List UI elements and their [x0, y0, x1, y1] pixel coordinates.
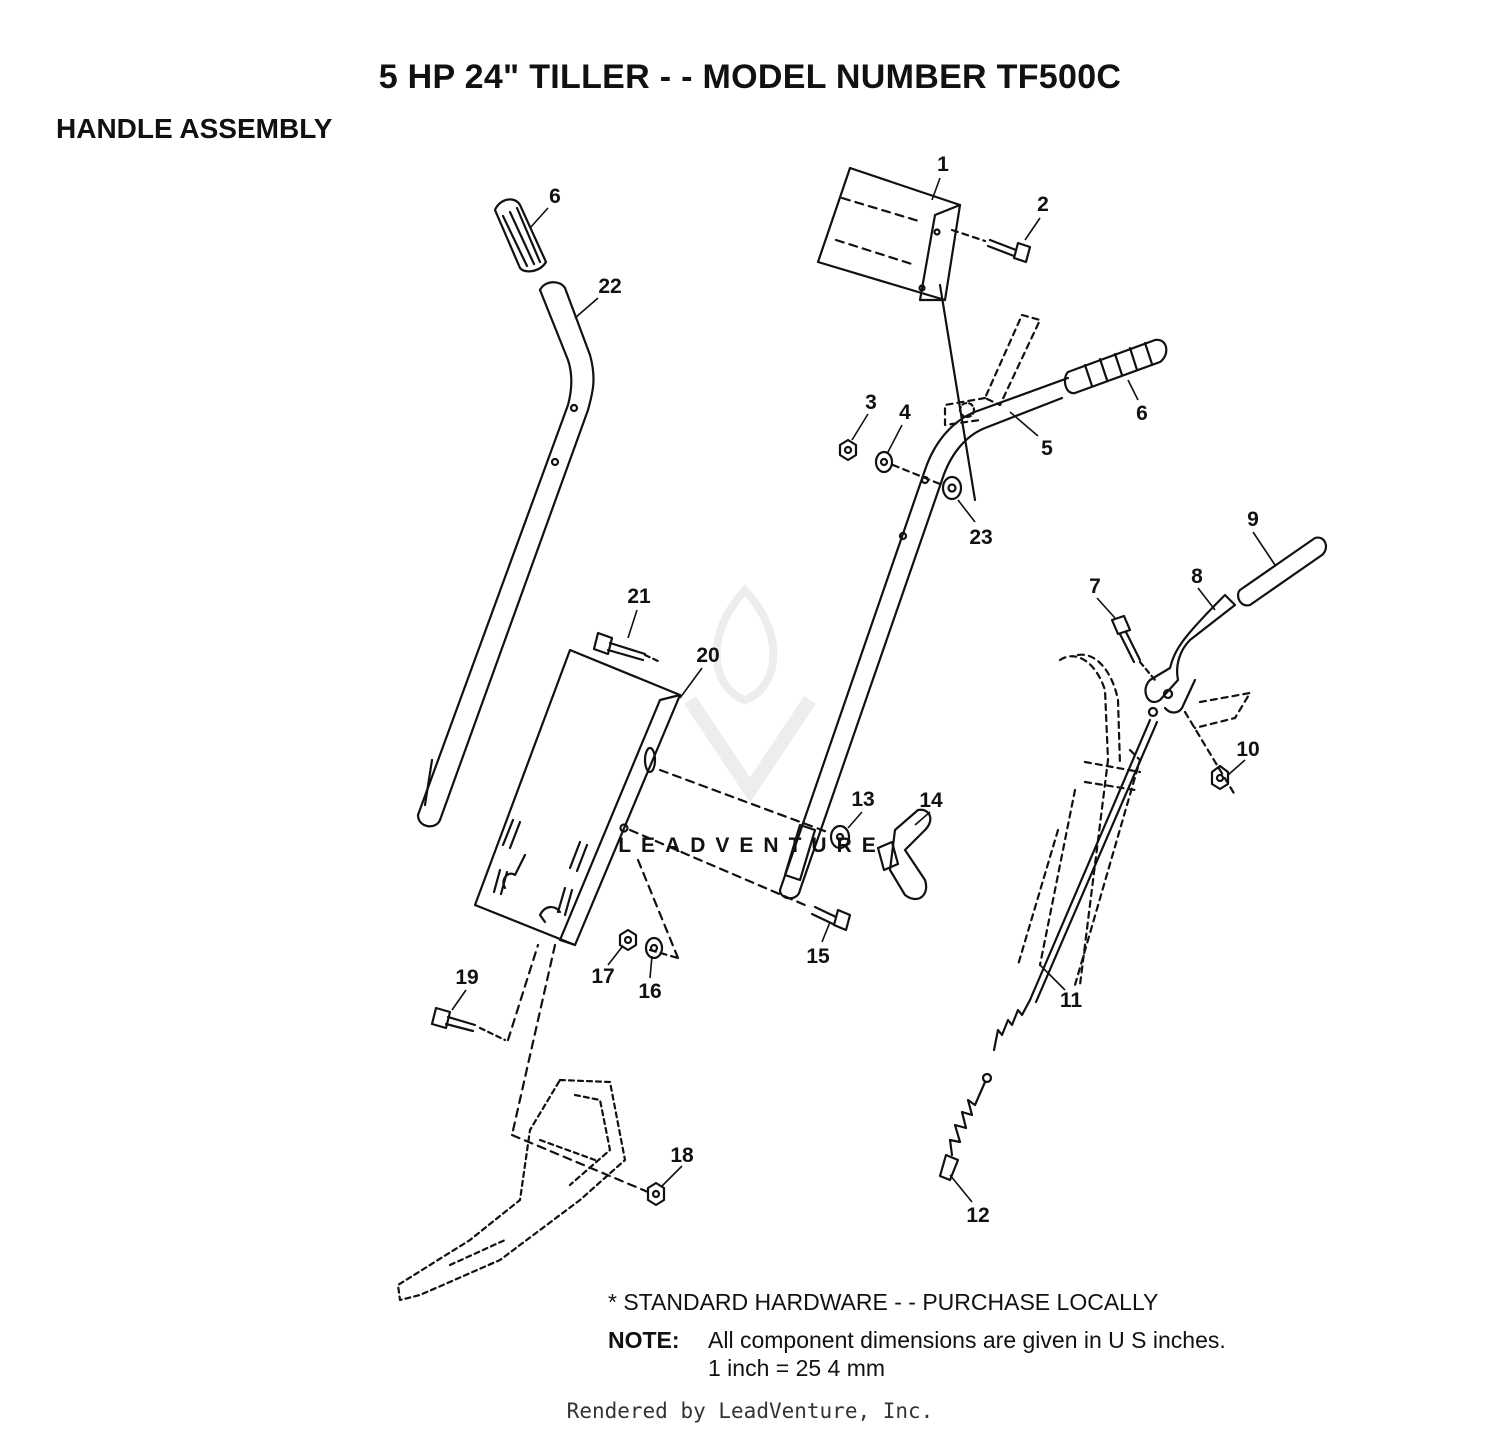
nut-part-18[interactable]	[646, 1181, 666, 1207]
note-label: NOTE:	[608, 1327, 680, 1353]
mounting-bracket-part-20[interactable]	[473, 648, 682, 947]
handle-reference-dashed	[1016, 653, 1252, 987]
callout-10: 10	[1236, 738, 1259, 761]
washer-part-4[interactable]	[874, 450, 894, 474]
standard-hardware-note: * STANDARD HARDWARE - - PURCHASE LOCALLY	[608, 1289, 1159, 1315]
bolt-part-21[interactable]	[592, 631, 662, 664]
note-dimensions: All component dimensions are given in U …	[708, 1327, 1226, 1353]
callout-1: 1	[937, 153, 949, 176]
callout-3: 3	[865, 391, 877, 414]
callout-numbers: 1 2 3 4 5 6 6 7 8 9 10 11 12 13 14 15 16…	[455, 153, 1259, 1227]
knob-part-14[interactable]	[876, 808, 932, 901]
watermark: LEADVENTURE	[618, 584, 876, 857]
callout-13: 13	[851, 788, 874, 811]
callout-20: 20	[696, 644, 719, 667]
right-grip-part-6[interactable]	[1063, 338, 1168, 395]
shield-plate-part-1[interactable]	[816, 166, 962, 302]
spring-part-12[interactable]	[938, 1072, 993, 1182]
callout-6-right: 6	[1136, 402, 1148, 425]
callout-19: 19	[455, 966, 478, 989]
bolt-part-2[interactable]	[950, 228, 1032, 264]
left-handle-tube-part-22[interactable]	[416, 281, 595, 828]
bolt-part-15[interactable]	[810, 905, 852, 932]
clutch-cable-part-11[interactable]	[992, 706, 1159, 1052]
washer-part-17[interactable]	[618, 928, 638, 952]
callout-9: 9	[1247, 508, 1259, 531]
callout-5: 5	[1041, 437, 1053, 460]
bolt-part-19[interactable]	[430, 1006, 507, 1042]
callout-12: 12	[966, 1204, 989, 1227]
lever-grip-part-9[interactable]	[1236, 536, 1328, 607]
locknut-part-3[interactable]	[838, 438, 858, 462]
watermark-v-icon	[684, 696, 816, 803]
callout-8: 8	[1191, 565, 1203, 588]
left-grip-part-6[interactable]	[493, 198, 548, 273]
washer-part-23[interactable]	[941, 475, 963, 501]
clutch-lever-part-8[interactable]	[1144, 593, 1237, 714]
page-title: 5 HP 24" TILLER - - MODEL NUMBER TF500C	[378, 58, 1122, 96]
callout-4: 4	[899, 401, 911, 424]
callout-6-left: 6	[549, 185, 561, 208]
leader-lines	[451, 177, 1276, 1203]
callout-23: 23	[969, 526, 992, 549]
note-conversion: 1 inch = 25 4 mm	[708, 1355, 886, 1381]
callout-16: 16	[638, 980, 661, 1003]
washer-part-13[interactable]	[829, 824, 851, 850]
render-credit: Rendered by LeadVenture, Inc.	[566, 1399, 934, 1423]
watermark-flame-icon	[712, 584, 778, 705]
section-heading: HANDLE ASSEMBLY	[56, 113, 333, 144]
washer-part-16[interactable]	[644, 936, 664, 960]
callout-11: 11	[1060, 989, 1083, 1012]
tiller-frame-reference	[396, 1078, 627, 1302]
callout-17: 17	[591, 965, 614, 988]
callout-7: 7	[1089, 575, 1101, 598]
bolt-part-7[interactable]	[1110, 614, 1157, 682]
callout-21: 21	[627, 585, 651, 608]
callout-14: 14	[919, 789, 943, 812]
callout-2: 2	[1037, 193, 1049, 216]
callout-22: 22	[598, 275, 621, 298]
callout-18: 18	[670, 1144, 694, 1167]
callout-15: 15	[806, 945, 830, 968]
